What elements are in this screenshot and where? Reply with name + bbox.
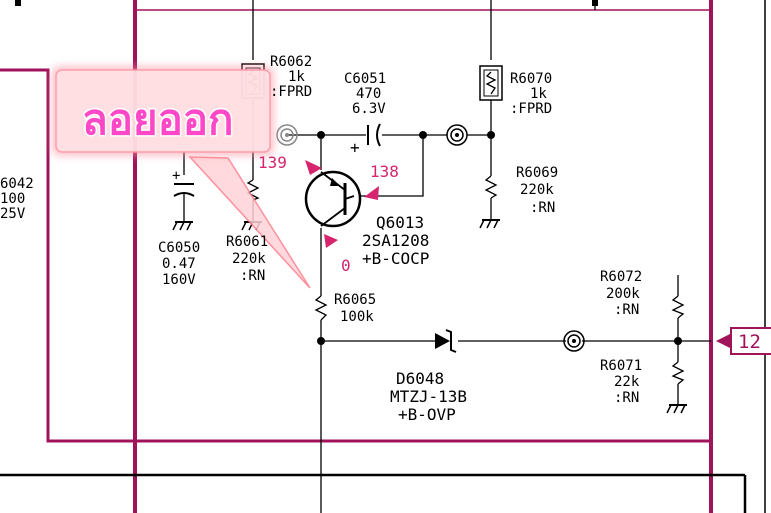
q6013-note: +B-COCP xyxy=(362,249,429,268)
test-point-icon xyxy=(563,330,585,352)
d6048-ref: D6048 xyxy=(396,369,444,388)
c6050-ref: C6050 xyxy=(158,240,200,256)
voltage-collector: 0 xyxy=(341,256,351,275)
svg-text:+: + xyxy=(172,168,180,184)
resistor-icon xyxy=(484,175,498,199)
svg-text:+: + xyxy=(350,138,360,157)
r6072-ref: R6072 xyxy=(600,269,642,285)
fuse-resistor-icon xyxy=(479,65,503,101)
c6051-rating: 6.3V xyxy=(352,101,386,117)
r6071-note: :RN xyxy=(614,390,639,406)
left-partial-rating: 25V xyxy=(0,206,26,222)
callout-bubble: ลอยออก xyxy=(52,66,311,289)
resistor-icon xyxy=(671,361,685,385)
junctions xyxy=(317,131,682,345)
ground-icon xyxy=(666,404,687,414)
r6061-note: :RN xyxy=(240,268,265,284)
r6062-note: :FPRD xyxy=(270,84,312,100)
c6051-value: 470 xyxy=(356,86,381,102)
labels: R6062 1k :FPRD C6051 470 6.3V R6070 1k :… xyxy=(0,54,642,424)
r6069-value: 220k xyxy=(520,182,554,198)
resistor-icon xyxy=(246,179,260,201)
r6071-ref: R6071 xyxy=(600,358,642,374)
r6071-value: 22k xyxy=(614,374,640,390)
q6013-part: 2SA1208 xyxy=(362,231,429,250)
left-partial-ref: 6042 xyxy=(0,176,34,192)
c6050-rating: 160V xyxy=(162,272,196,288)
capacitor-icon: + xyxy=(350,123,381,157)
r6062-ref: R6062 xyxy=(270,54,312,70)
r6072-value: 200k xyxy=(606,286,640,302)
left-partial-value: 100 xyxy=(0,191,25,207)
zener-diode-icon xyxy=(435,329,457,353)
voltage-base: 139 xyxy=(258,153,287,172)
r6070-value: 1k xyxy=(530,86,547,102)
c6051-ref: C6051 xyxy=(344,71,386,87)
connector-tag: 12 xyxy=(716,327,771,355)
r6072-note: :RN xyxy=(614,302,639,318)
resistor-icon xyxy=(671,295,685,319)
r6065-value: 100k xyxy=(340,309,374,325)
r6070-note: :FPRD xyxy=(510,101,552,117)
c6050-value: 0.47 xyxy=(162,256,196,272)
pnp-transistor-icon xyxy=(304,160,379,248)
d6048-note: +B-OVP xyxy=(398,405,456,424)
ground-icon xyxy=(479,219,500,229)
r6065-ref: R6065 xyxy=(334,292,376,308)
resistor-icon xyxy=(314,295,328,321)
r6070-ref: R6070 xyxy=(510,71,552,87)
r6069-ref: R6069 xyxy=(516,165,558,181)
r6061-ref: R6061 xyxy=(226,234,268,250)
voltage-emitter: 138 xyxy=(370,162,399,181)
d6048-part: MTZJ-13B xyxy=(390,387,467,406)
top-stubs xyxy=(15,0,598,60)
ground-icon xyxy=(172,221,193,231)
r6069-note: :RN xyxy=(530,200,555,216)
test-point-icon xyxy=(276,124,298,146)
callout-text: ลอยออก xyxy=(82,95,233,144)
test-point-icon xyxy=(446,124,468,146)
connector-label: 12 xyxy=(738,331,761,353)
r6061-value: 220k xyxy=(232,251,266,267)
r6062-value: 1k xyxy=(288,69,305,85)
capacitor-icon: + xyxy=(172,168,195,222)
q6013-ref: Q6013 xyxy=(376,213,424,232)
